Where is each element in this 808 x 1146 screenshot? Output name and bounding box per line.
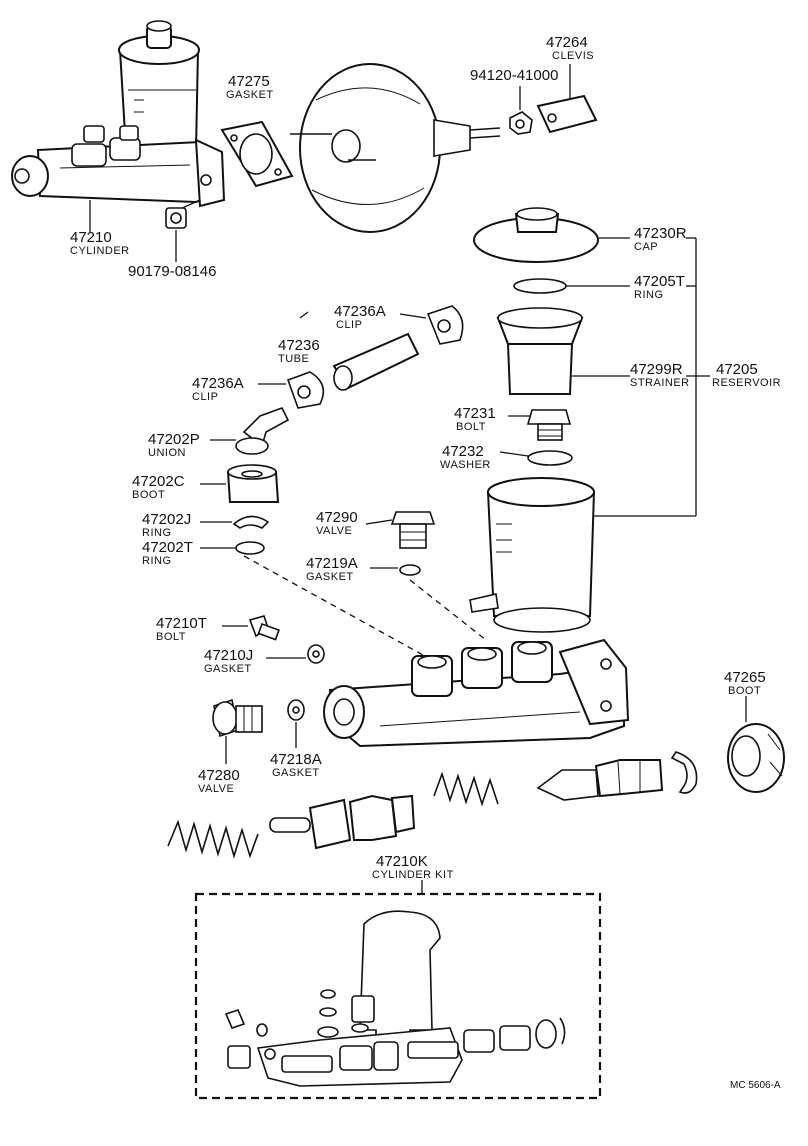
label-47210T: 47210T BOLT: [156, 615, 207, 643]
part-name-reservoir: RESERVOIR: [712, 377, 781, 389]
part-name-gasket-47219A: GASKET: [306, 571, 354, 583]
valve-47290-drawing: [365, 511, 487, 641]
label-47202P: 47202P UNION: [148, 431, 200, 459]
label-47202C: 47202C BOOT: [132, 473, 185, 501]
assembled-master-cylinder-drawing: [11, 20, 226, 262]
part-name-ring-j: RING: [142, 527, 172, 539]
part-number-47275: 47275: [228, 73, 270, 90]
part-name-gasket-47210J: GASKET: [204, 663, 252, 675]
part-name-clip-top: CLIP: [336, 319, 362, 331]
label-90179-08146: 90179-08146: [128, 263, 216, 280]
part-number-47236: 47236: [278, 337, 320, 354]
label-47275: 47275 GASKET: [226, 73, 274, 101]
label-47202J: 47202J RING: [142, 511, 191, 539]
cylinder-body-drawing: [323, 638, 630, 748]
label-47280: 47280 VALVE: [198, 767, 240, 795]
label-47236: 47236 TUBE: [278, 337, 320, 365]
diagram-code: MC 5606-A: [730, 1080, 781, 1091]
part-number-47236A-low: 47236A: [192, 375, 244, 392]
part-number-90179-08146: 90179-08146: [128, 263, 216, 280]
label-47299R: 47299R STRAINER: [630, 361, 690, 389]
label-47236A-top: 47236A CLIP: [334, 303, 386, 331]
part-number-47205: 47205: [716, 361, 758, 378]
label-47265: 47265 BOOT: [724, 669, 766, 697]
part-name-bolt: BOLT: [456, 421, 486, 433]
valve-47280-drawing: [212, 698, 305, 764]
part-name-valve-47290: VALVE: [316, 525, 352, 537]
label-47230R: 47230R CAP: [634, 225, 687, 253]
part-name-clip-low: CLIP: [192, 391, 218, 403]
reservoir-exploded-drawing: [469, 207, 710, 633]
part-number-47230R: 47230R: [634, 225, 687, 242]
part-number-47231: 47231: [454, 405, 496, 422]
clevis-and-nut-drawing: [509, 64, 598, 135]
part-name-gasket-47218A: GASKET: [272, 767, 320, 779]
pistons-springs-drawing: [167, 751, 698, 859]
label-47210K: 47210K CYLINDER KIT: [372, 853, 454, 881]
part-number-47236A-top: 47236A: [334, 303, 386, 320]
part-number-47202C: 47202C: [132, 473, 185, 490]
label-47210J: 47210J GASKET: [204, 647, 253, 675]
part-number-47210: 47210: [70, 229, 112, 246]
label-47219A: 47219A GASKET: [306, 555, 358, 583]
part-name-ring-t: RING: [142, 555, 172, 567]
part-number-47210T: 47210T: [156, 615, 207, 632]
part-name-boot-47265: BOOT: [728, 685, 761, 697]
gasket-47275-drawing: [220, 120, 294, 188]
part-name-washer: WASHER: [440, 459, 491, 471]
label-47232: 47232 WASHER: [440, 443, 491, 471]
part-name-cylinder-kit: CYLINDER KIT: [372, 869, 454, 881]
part-number-47202P: 47202P: [148, 431, 200, 448]
label-47231: 47231 BOLT: [454, 405, 496, 433]
part-number-47290: 47290: [316, 509, 358, 526]
part-number-47205T: 47205T: [634, 273, 685, 290]
part-number-47232: 47232: [442, 443, 484, 460]
part-name-ring: RING: [634, 289, 664, 301]
part-name-cylinder: CYLINDER: [70, 245, 130, 257]
tube-union-drawing: [200, 305, 464, 661]
bolt-gasket-47210-drawing: [222, 615, 325, 664]
part-number-47218A: 47218A: [270, 751, 322, 768]
part-name-tube: TUBE: [278, 353, 309, 365]
part-name-clevis: CLEVIS: [552, 50, 594, 62]
part-number-47280: 47280: [198, 767, 240, 784]
part-name-union: UNION: [148, 447, 186, 459]
part-name-strainer: STRAINER: [630, 377, 690, 389]
boot-47265-drawing: [727, 696, 785, 793]
part-number-94120-41000: 94120-41000: [470, 67, 558, 84]
label-47202T: 47202T RING: [142, 539, 193, 567]
part-name-bolt-47210T: BOLT: [156, 631, 186, 643]
label-47205T: 47205T RING: [634, 273, 685, 301]
label-47264: 47264 CLEVIS: [546, 34, 594, 62]
part-name-cap: CAP: [634, 241, 658, 253]
label-47218A: 47218A GASKET: [270, 751, 322, 779]
part-number-47210K: 47210K: [376, 853, 428, 870]
label-47205: 47205 RESERVOIR: [712, 361, 781, 389]
part-name-valve-47280: VALVE: [198, 783, 234, 795]
part-number-47299R: 47299R: [630, 361, 683, 378]
label-47236A-low: 47236A CLIP: [192, 375, 244, 403]
label-47210: 47210 CYLINDER: [70, 229, 130, 257]
part-name-boot: BOOT: [132, 489, 165, 501]
part-number-47202T: 47202T: [142, 539, 193, 556]
part-name-gasket: GASKET: [226, 89, 274, 101]
part-number-47265: 47265: [724, 669, 766, 686]
cylinder-kit-drawing: [194, 880, 602, 1100]
part-number-47219A: 47219A: [306, 555, 358, 572]
label-47290: 47290 VALVE: [316, 509, 358, 537]
part-number-47264: 47264: [546, 34, 588, 51]
label-94120-41000: 94120-41000: [470, 67, 558, 84]
part-number-47202J: 47202J: [142, 511, 191, 528]
brake-booster-drawing: [290, 63, 501, 233]
part-number-47210J: 47210J: [204, 647, 253, 664]
